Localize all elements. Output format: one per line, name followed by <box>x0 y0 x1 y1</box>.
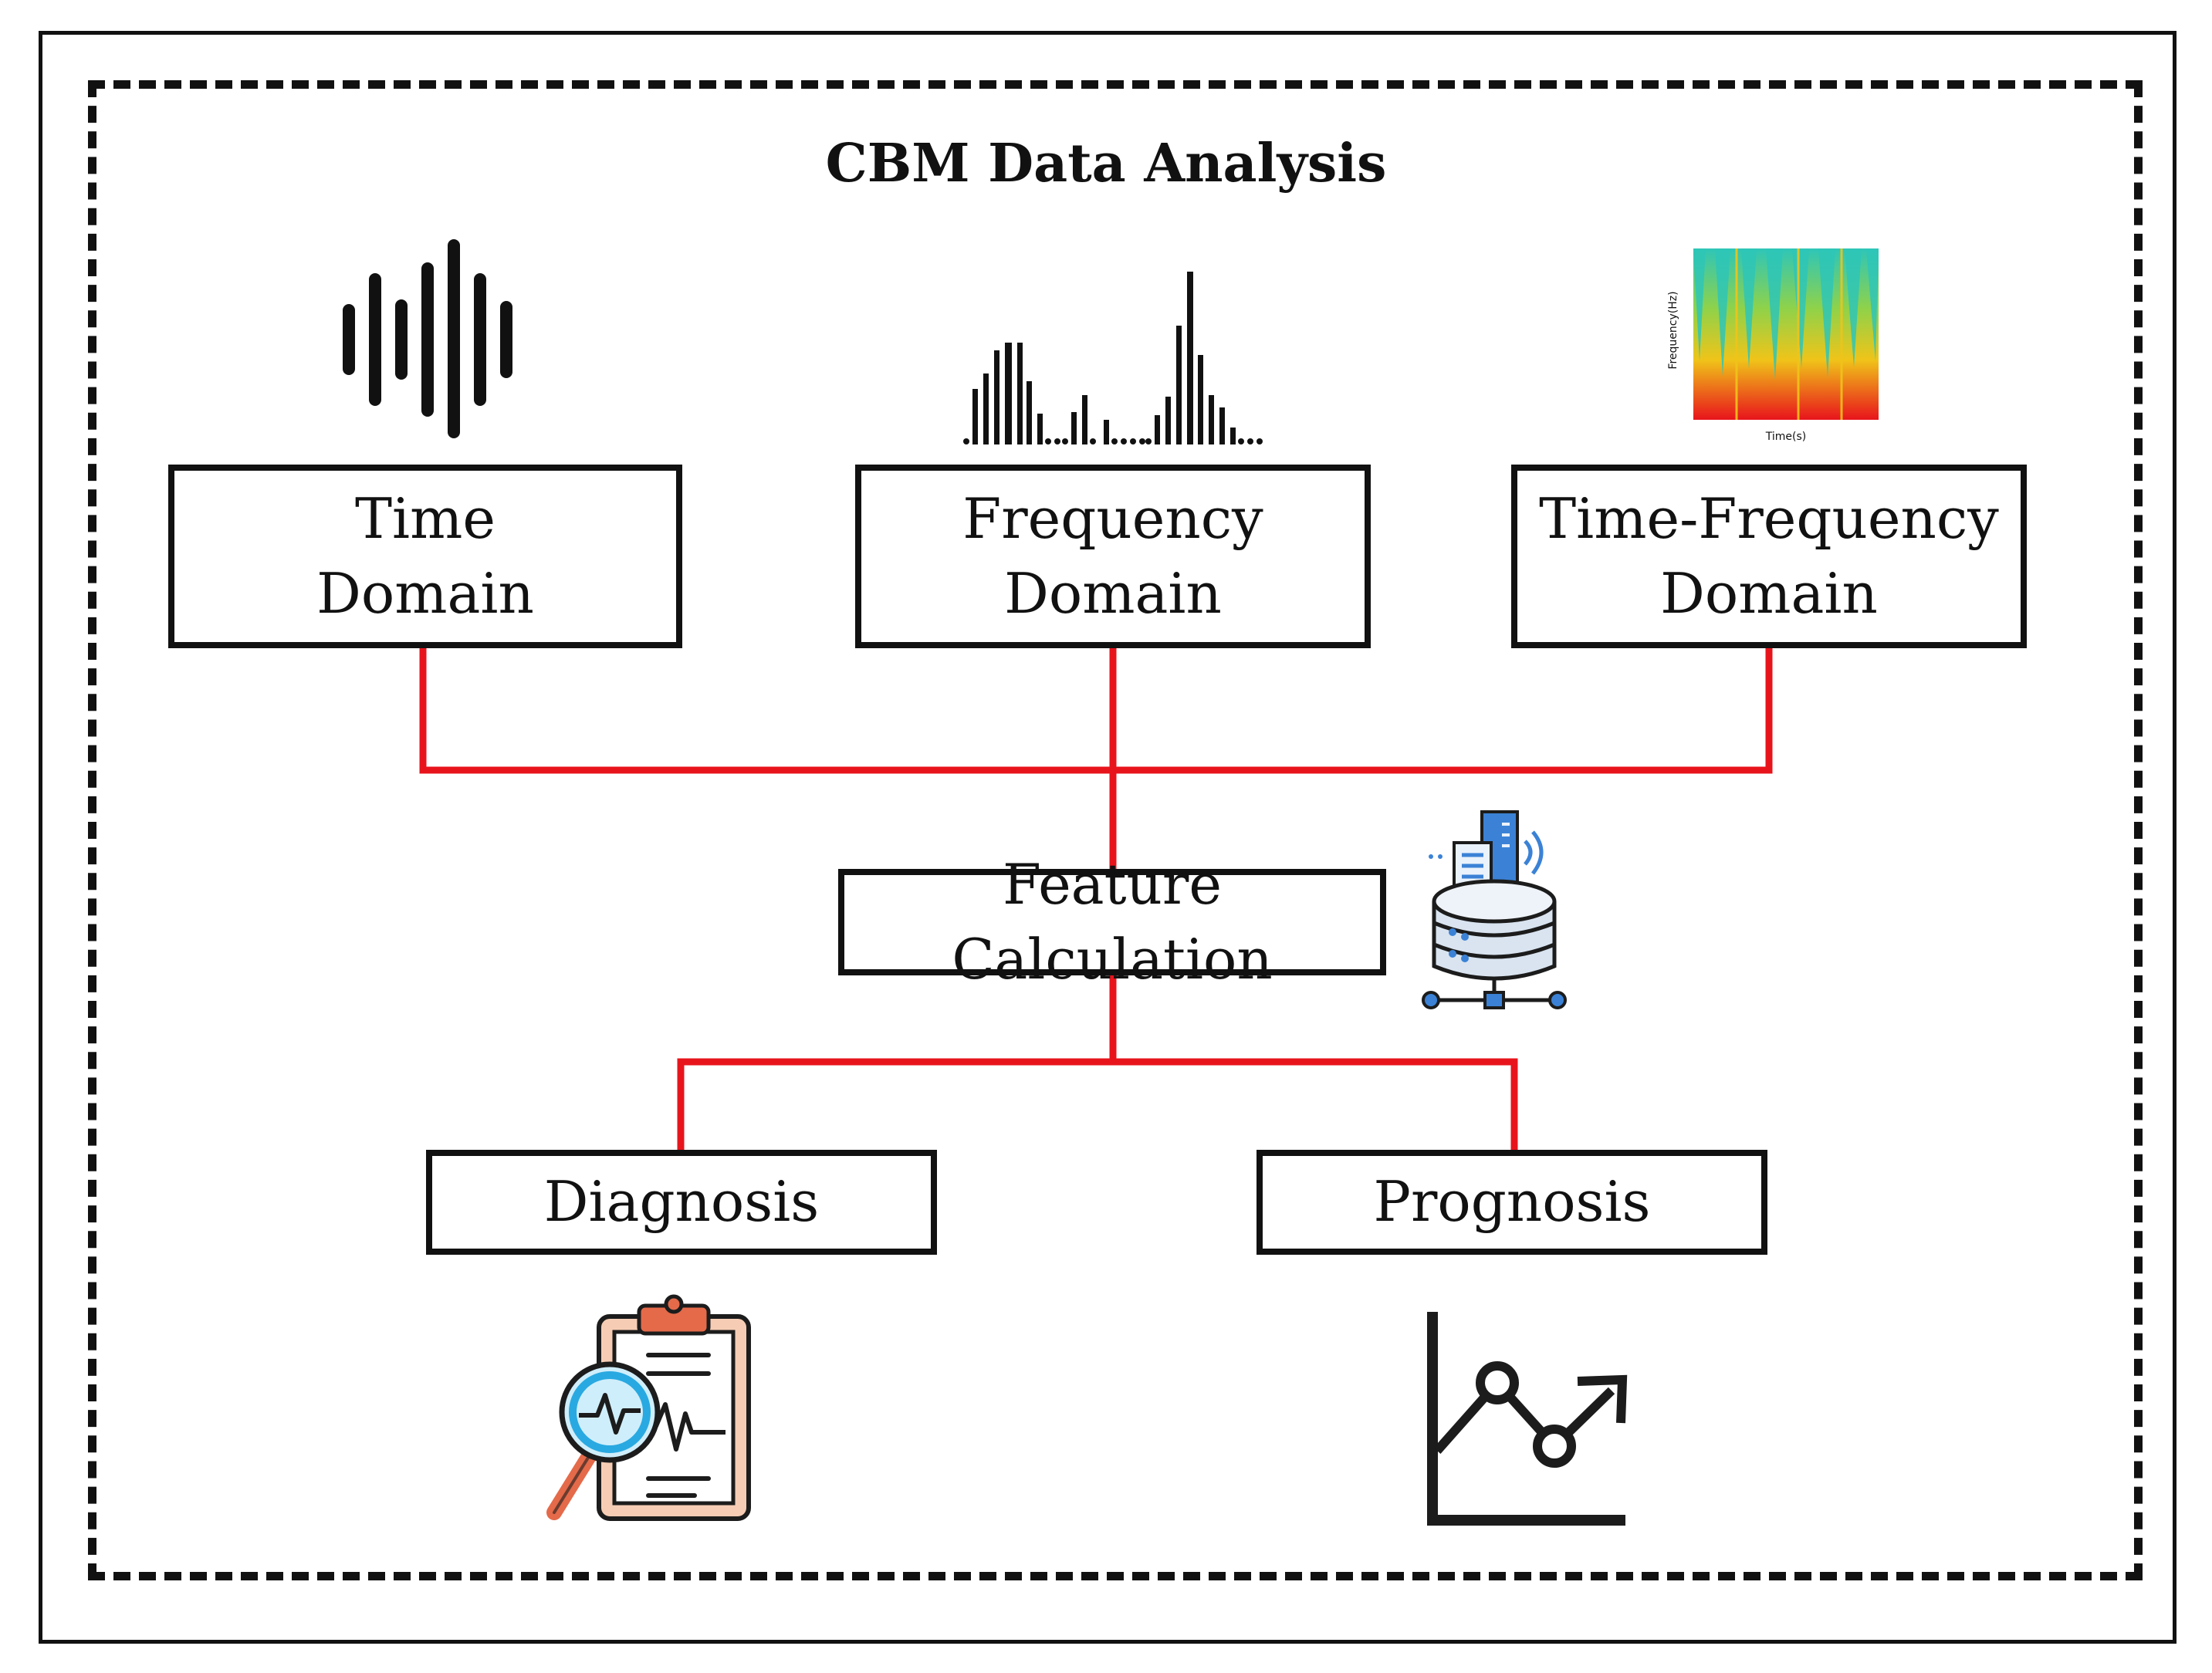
spectrogram-xlabel: Time(s) <box>1765 431 1806 443</box>
database-icon <box>1422 810 1567 1009</box>
time-frequency-domain-box: Time-Frequency Domain <box>1511 465 2027 648</box>
frequency-domain-label-line1: Frequency <box>962 485 1263 551</box>
feature-calculation-label: Feature Calculation <box>952 851 1273 992</box>
dashed-border <box>88 80 2143 1580</box>
prognosis-label: Prognosis <box>1373 1169 1651 1235</box>
spectrum-icon <box>963 272 1263 444</box>
time-frequency-domain-label-line2: Domain <box>1660 561 1878 626</box>
spectrogram-ylabel: Frequency(Hz) <box>1667 291 1679 369</box>
time-domain-label-line1: Time <box>355 485 496 551</box>
outer-frame <box>39 31 2176 1644</box>
frequency-domain-label-line2: Domain <box>1004 561 1222 626</box>
feature-calculation-box: Feature Calculation <box>838 852 1386 992</box>
time-frequency-domain-label-line1: Time-Frequency <box>1539 485 1999 551</box>
frequency-domain-box: Frequency Domain <box>855 465 1371 648</box>
diagnosis-box: Diagnosis <box>426 1150 937 1255</box>
prognosis-box: Prognosis <box>1257 1150 1767 1255</box>
time-domain-box: Time Domain <box>168 465 682 648</box>
diagnosis-label: Diagnosis <box>543 1169 820 1235</box>
diagram-title: CBM Data Analysis <box>825 133 1387 194</box>
clipboard-magnifier-icon <box>546 1294 751 1521</box>
trend-chart-icon <box>1427 1312 1628 1526</box>
spectrogram-icon: Frequency(Hz) Time(s) <box>1667 248 1879 443</box>
waveform-icon <box>343 239 512 438</box>
time-domain-label-line2: Domain <box>316 561 534 626</box>
